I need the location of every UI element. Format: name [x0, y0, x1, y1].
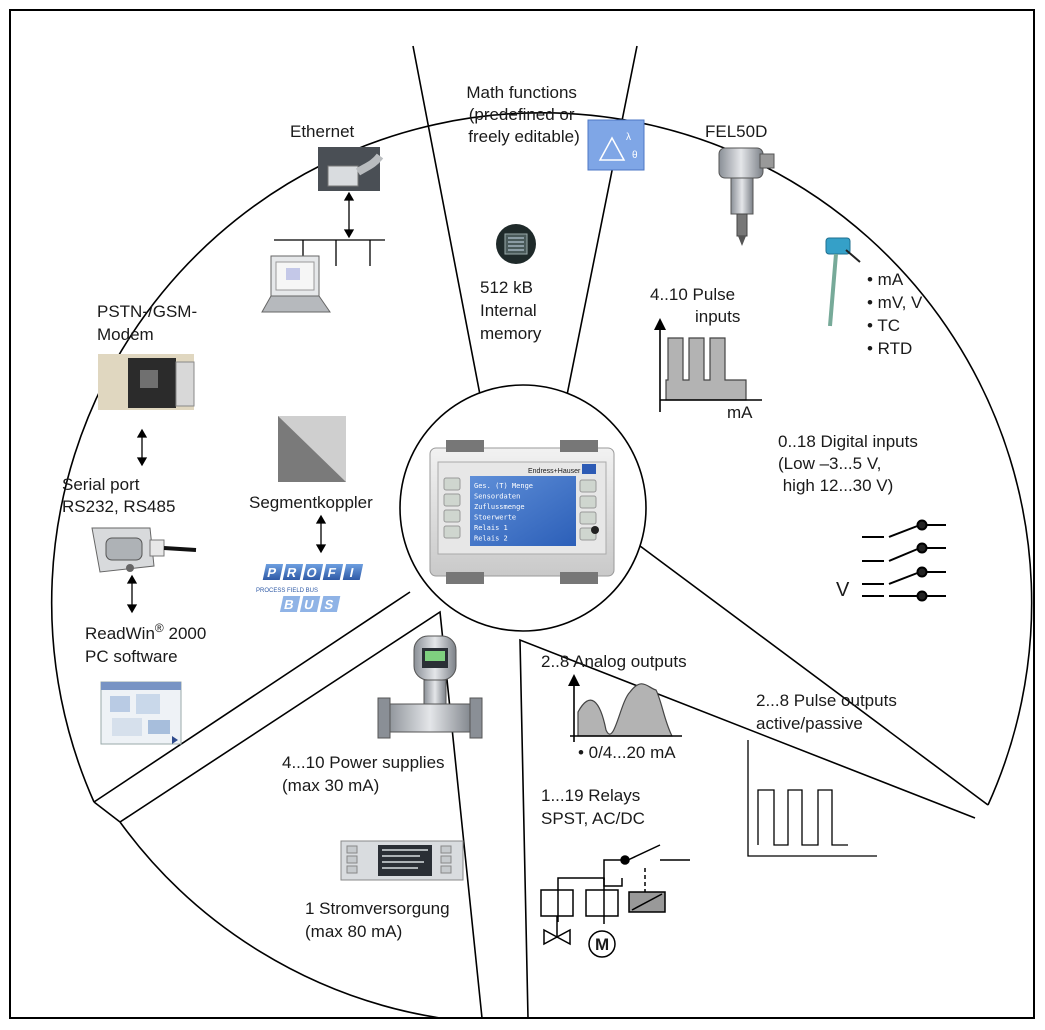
level-switch-icon	[718, 147, 775, 246]
profibus-letter-box	[262, 564, 284, 580]
inputs-segment: FEL50D • mA • mV, V • TC • RTD 4..10 Pul…	[650, 122, 946, 602]
modem-serial-arrow	[136, 428, 148, 467]
math-title: Math functions (predefined or freely edi…	[466, 83, 581, 146]
math-icon: λ θ	[587, 119, 645, 171]
relays-label: 1...19 Relays SPST, AC/DC	[541, 786, 645, 828]
lcd-row: Relais 1	[474, 524, 508, 532]
pulse-outputs-label: 2...8 Pulse outputs active/passive	[756, 691, 902, 733]
temperature-sensor-icon	[825, 237, 861, 327]
profibus-letter: S	[323, 597, 335, 612]
profibus-letter: P	[266, 565, 278, 580]
profibus-letter-box	[322, 564, 344, 580]
math-segment: Math functions (predefined or freely edi…	[466, 83, 645, 343]
pc-software-label: PC software	[85, 647, 178, 666]
readwin-label: ReadWin® 2000	[85, 621, 206, 643]
analog-outputs-chart	[568, 674, 682, 742]
profibus-letter: F	[326, 565, 337, 580]
memory-label: 512 kB Internal memory	[480, 278, 542, 343]
svg-text:λ: λ	[626, 132, 631, 143]
ethernet-connector-icon	[318, 147, 384, 191]
signal-types-list: • mA • mV, V • TC • RTD	[867, 270, 927, 358]
serial-port-label: Serial port RS232, RS485	[62, 475, 175, 516]
profibus-letter-box	[299, 596, 321, 612]
profibus-letter: R	[286, 565, 299, 580]
profibus-letter: U	[303, 597, 316, 612]
profibus-letter: I	[348, 565, 355, 580]
segmentkoppler-icon	[278, 416, 346, 482]
outputs-segment: 2..8 Analog outputs • 0/4...20 mA 2...8 …	[540, 652, 902, 958]
device-lcd-rows: Ges. (T) MengeSensordatenZuflussmengeSto…	[474, 482, 533, 543]
analog-range-label: • 0/4...20 mA	[578, 743, 676, 762]
power-display-module-icon	[340, 840, 464, 881]
laptop-icon	[261, 255, 331, 313]
power-segment-border	[93, 591, 483, 1019]
segmentkoppler-profibus-arrow	[315, 514, 327, 554]
device-brand: Endress+Hauser	[528, 468, 581, 475]
modem-label: PSTN-/GSM- Modem	[97, 302, 202, 344]
digital-switches-icon	[862, 519, 946, 602]
profibus-subtitle: PROCESS FIELD BUS	[256, 588, 318, 594]
pulse-inputs-label: 4..10 Pulse inputs	[650, 285, 740, 326]
profibus-letter-box	[279, 596, 301, 612]
inputs-segment-divider	[635, 542, 989, 806]
sensor-fel50d-label: FEL50D	[705, 122, 767, 141]
profibus-letter-box	[302, 564, 324, 580]
profibus-letter: B	[283, 597, 296, 612]
switch-voltage-label: V	[836, 579, 850, 601]
memory-chip-icon	[496, 224, 536, 264]
segmentkoppler-label: Segmentkoppler	[249, 493, 373, 512]
readwin-screenshot-icon	[100, 681, 182, 745]
power-segment: 4...10 Power supplies (max 30 mA) 1 Stro…	[282, 635, 483, 941]
relay-circuit-icon	[540, 844, 690, 958]
device-lcd	[470, 476, 576, 546]
ethernet-label: Ethernet	[290, 122, 355, 141]
digital-inputs-label: 0..18 Digital inputs (Low –3...5 V, high…	[778, 432, 923, 495]
profibus-letter-box	[282, 564, 304, 580]
svg-text:θ: θ	[632, 150, 638, 161]
serial-readwin-arrow	[126, 574, 138, 614]
outputs-segment-border	[519, 638, 976, 1019]
power-supplies-label: 4...10 Power supplies (max 30 mA)	[282, 753, 449, 795]
serial-connector-icon	[91, 527, 197, 573]
outer-arc	[50, 111, 1033, 806]
lcd-row: Zuflussmenge	[474, 503, 525, 511]
lcd-row: Relais 2	[474, 535, 508, 543]
profibus-letter: O	[305, 565, 318, 580]
analog-outputs-label: 2..8 Analog outputs	[541, 652, 687, 671]
lcd-row: Stoerwerte	[474, 514, 516, 522]
lcd-row: Ges. (T) Menge	[474, 482, 533, 490]
motor-label: M	[595, 935, 609, 954]
comms-segment: Ethernet PSTN-/GSM- Modem	[62, 122, 385, 745]
profibus-letter-box	[342, 564, 364, 580]
lcd-row: Sensordaten	[474, 493, 520, 501]
math-segment-border	[412, 45, 638, 401]
profibus-letter-box	[319, 596, 341, 612]
pulse-inputs-chart	[654, 318, 762, 412]
pulse-outputs-chart	[747, 740, 877, 857]
flowmeter-icon	[377, 635, 483, 739]
single-power-supply-label: 1 Stromversorgung (max 80 mA)	[305, 899, 454, 941]
pulse-axis-unit: mA	[727, 403, 753, 422]
center-device: Endress+Hauser Ges. (T) MengeSensordaten…	[429, 440, 615, 584]
modem-icon	[98, 354, 195, 410]
